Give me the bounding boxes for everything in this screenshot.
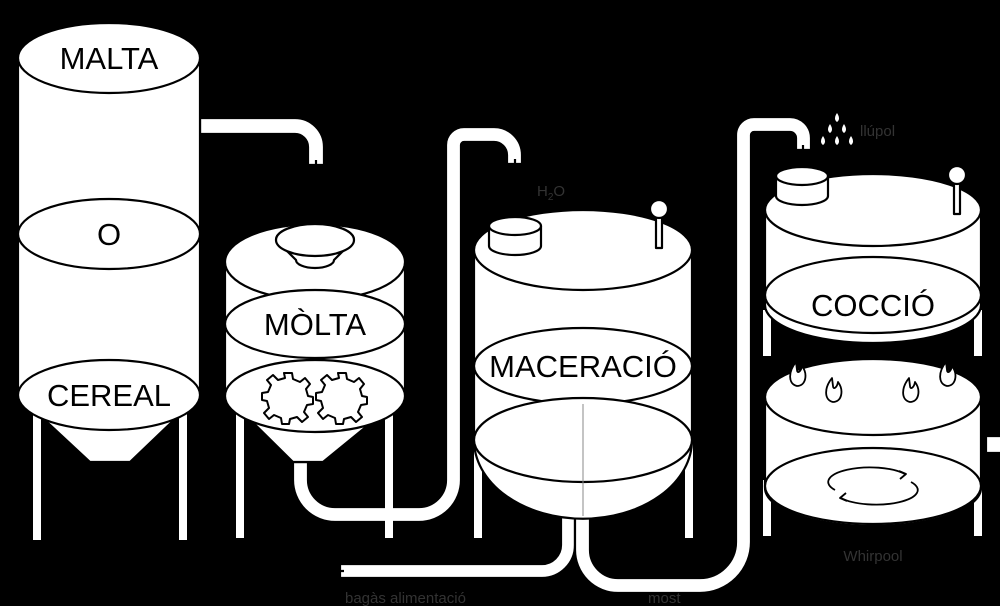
pipe-wort	[573, 115, 813, 595]
silo-label-top: MALTA	[60, 41, 159, 76]
gear-icon	[315, 372, 368, 425]
water-label: H2O	[537, 183, 565, 203]
mash-tun	[472, 198, 694, 538]
labels: MALTA O CEREAL MÒLTA MACERACIÓ COCCIÓ H2…	[47, 41, 935, 606]
arrow-left-spent-grain	[300, 560, 344, 582]
kettle-lower-ring	[763, 255, 983, 335]
thermometer-icon	[946, 164, 968, 216]
mill-label: MÒLTA	[264, 307, 367, 342]
silo-label-middle: O	[97, 217, 121, 252]
whirlpool-lower-ring	[763, 446, 983, 526]
mash-tun-label: MACERACIÓ	[489, 349, 677, 384]
kettle-label: COCCIÓ	[811, 288, 935, 323]
silo-top-ring	[16, 21, 202, 95]
mill-middle-ring	[223, 288, 407, 360]
boil-kettle	[763, 113, 983, 356]
pipe-silo-to-mill	[198, 116, 326, 167]
whirlpool-label: Whirpool	[843, 548, 902, 565]
silo	[16, 21, 202, 540]
whirlpool	[763, 357, 983, 536]
thermometer-icon	[648, 198, 670, 250]
spent-grain-label: bagàs alimentació	[345, 590, 466, 606]
hops-drops-icon	[821, 113, 853, 145]
whirlpool-top	[763, 357, 983, 437]
gear-icon	[261, 372, 314, 425]
wort-label: most	[648, 590, 681, 606]
arrow-down-mash	[504, 159, 526, 198]
pipe-spent-grain	[338, 513, 577, 580]
silo-bottom-ring	[16, 358, 202, 432]
swirl-icon	[827, 466, 919, 506]
flame-icon	[789, 361, 957, 403]
arrow-down-mill	[305, 160, 327, 195]
mill	[223, 222, 407, 538]
pipe-whirlpool-outlet	[984, 434, 1000, 455]
kettle-hatch	[774, 165, 830, 207]
silo-middle-ring	[16, 197, 202, 271]
hops-label: llúpol	[860, 123, 895, 140]
silo-label-bottom: CEREAL	[47, 378, 171, 413]
mash-tun-hatch	[487, 215, 543, 257]
